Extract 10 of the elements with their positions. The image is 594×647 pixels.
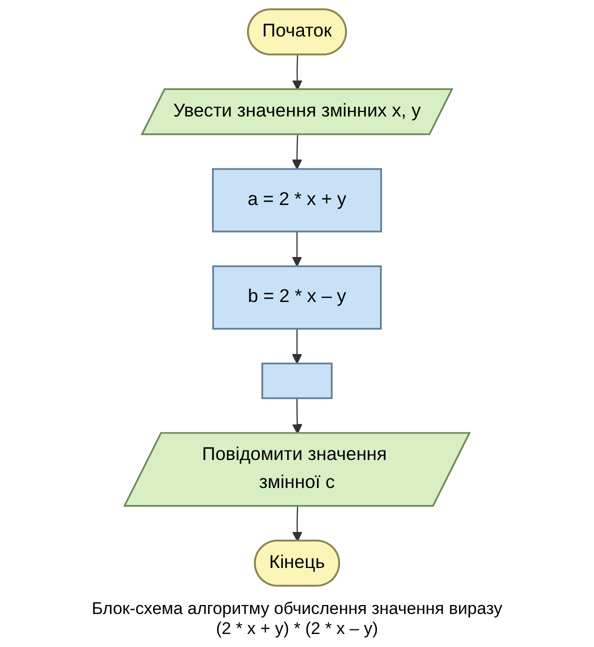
node-box: a = 2 * x + y [212,168,382,232]
arrow [292,398,302,434]
arrow [292,134,302,170]
caption: Блок-схема алгоритму обчислення значення виразу (2 * x + y) * (2 * x – y) [90,598,504,640]
arrow [292,328,302,364]
arrow [292,506,302,542]
node-box [261,362,333,400]
arrow [292,232,302,267]
node-box: b = 2 * x – y [212,265,382,330]
arrow [292,54,302,90]
